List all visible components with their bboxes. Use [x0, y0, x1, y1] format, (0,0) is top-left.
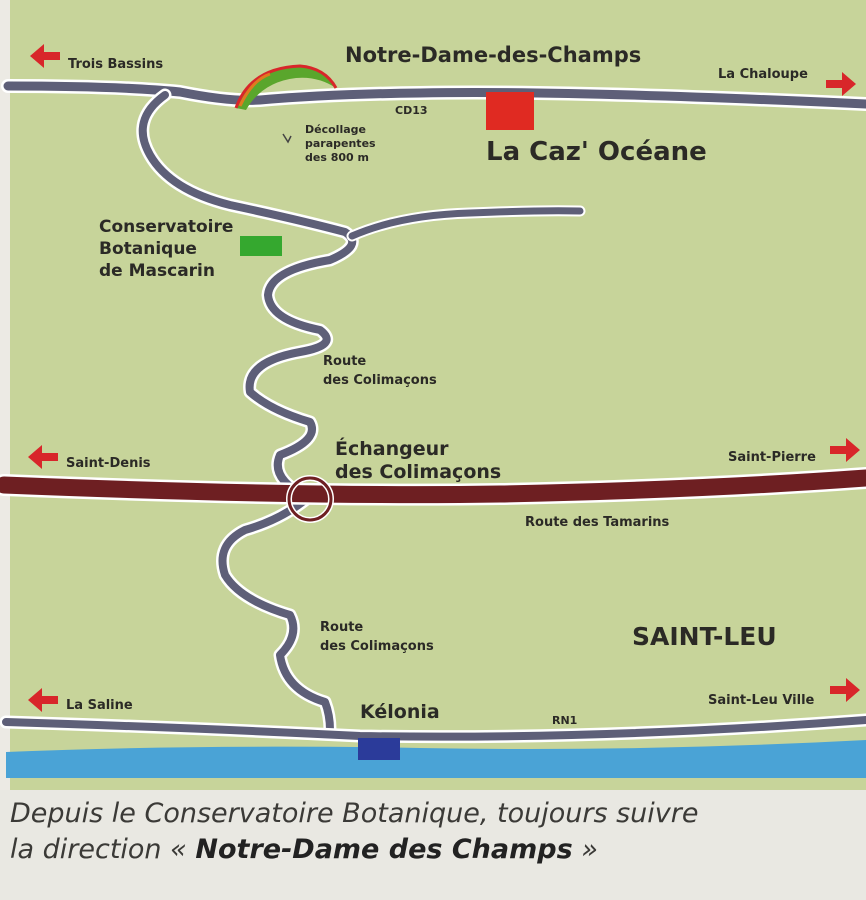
paraglider-icon	[234, 64, 338, 110]
label-kelonia: Kélonia	[360, 701, 440, 723]
label-route-lower-2: des Colimaçons	[320, 639, 434, 654]
arrow-left-icon	[28, 445, 58, 469]
arrow-left-icon	[28, 688, 58, 712]
label-saint-denis: Saint-Denis	[66, 456, 151, 471]
interchange-roundabout	[287, 476, 333, 522]
label-decollage-1: Décollage	[305, 123, 366, 136]
label-echangeur-2: des Colimaçons	[335, 461, 501, 483]
conservatory-marker	[240, 236, 282, 256]
label-route-upper-2: des Colimaçons	[323, 373, 437, 388]
label-conservatoire-1: Conservatoire	[99, 217, 233, 237]
label-conservatoire-2: Botanique	[99, 239, 197, 259]
directions-caption: Depuis le Conservatoire Botanique, toujo…	[10, 796, 860, 868]
land-background	[0, 0, 866, 790]
road-cd13	[3, 81, 866, 109]
route-colimacons-lower	[218, 496, 334, 734]
label-notre-dame-des-champs: Notre-Dame-des-Champs	[345, 43, 641, 67]
route-colimacons-upper	[138, 91, 357, 500]
label-cd13: CD13	[395, 104, 428, 117]
caption-line-1: Depuis le Conservatoire Botanique, toujo…	[10, 798, 699, 829]
label-route-upper-1: Route	[323, 354, 366, 369]
label-saint-pierre: Saint-Pierre	[728, 450, 816, 465]
label-echangeur-1: Échangeur	[335, 437, 449, 460]
arrow-left-icon	[30, 44, 60, 68]
label-conservatoire-3: de Mascarin	[99, 261, 215, 281]
label-decollage-3: des 800 m	[305, 151, 369, 164]
label-la-saline: La Saline	[66, 698, 133, 713]
side-road	[348, 207, 584, 240]
kelonia-marker	[358, 738, 400, 760]
label-decollage-2: parapentes	[305, 137, 376, 150]
label-saint-leu-ville: Saint-Leu Ville	[708, 693, 815, 708]
label-trois-bassins: Trois Bassins	[68, 57, 163, 72]
label-la-chaloupe: La Chaloupe	[718, 67, 808, 82]
guesthouse-marker	[486, 92, 534, 130]
arrow-right-icon	[826, 72, 856, 96]
route-tamarins	[0, 469, 866, 504]
road-rn1	[2, 716, 866, 741]
label-la-caz-oceane: La Caz' Océane	[486, 137, 707, 167]
takeoff-icon	[282, 133, 292, 144]
arrow-right-icon	[830, 438, 860, 462]
label-route-lower-1: Route	[320, 620, 363, 635]
caption-line-2: la direction « Notre-Dame des Champs »	[10, 832, 860, 868]
caption-line-2-suffix: »	[581, 834, 598, 865]
label-rn1: RN1	[552, 714, 577, 727]
caption-line-2-prefix: la direction «	[10, 834, 187, 865]
label-route-des-tamarins: Route des Tamarins	[525, 515, 670, 530]
caption-destination: Notre-Dame des Champs	[195, 834, 573, 865]
sea	[6, 740, 866, 778]
arrow-right-icon	[830, 678, 860, 702]
label-saint-leu: SAINT-LEU	[632, 622, 777, 651]
